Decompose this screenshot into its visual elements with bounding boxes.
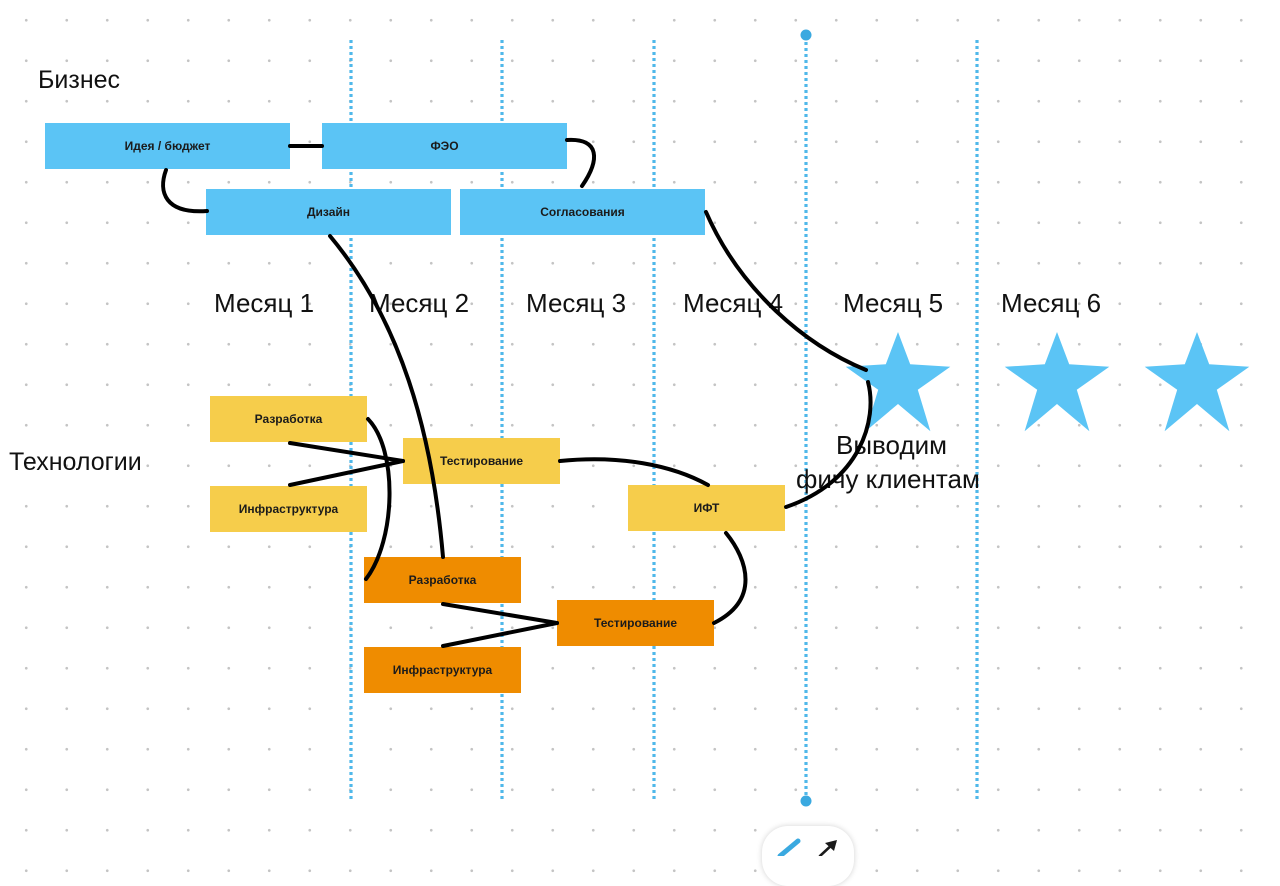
- divider-handle-top[interactable]: [800, 29, 812, 41]
- task-testing-phase2[interactable]: Тестирование: [557, 600, 714, 646]
- month-label-1: Месяц 1: [214, 288, 315, 318]
- row-title-technology: Технологии: [9, 448, 142, 476]
- task-approvals[interactable]: Согласования: [460, 189, 705, 235]
- month-label-3: Месяц 3: [526, 288, 627, 318]
- divider-handle-bottom[interactable]: [800, 795, 812, 807]
- month-label-2: Месяц 2: [369, 288, 470, 318]
- pen-icon[interactable]: [777, 838, 801, 856]
- task-design[interactable]: Дизайн: [206, 189, 451, 235]
- arrow-icon[interactable]: [818, 840, 837, 856]
- release-caption-line2: фичу клиентам: [796, 464, 980, 494]
- release-caption-line1: Выводим: [836, 430, 948, 460]
- row-title-business: Бизнес: [38, 66, 121, 94]
- floating-toolbar: [762, 826, 854, 886]
- task-dev-phase1[interactable]: Разработка: [210, 396, 367, 442]
- task-ift[interactable]: ИФТ: [628, 485, 785, 531]
- month-label-6: Месяц 6: [1001, 288, 1102, 318]
- task-dev-phase2[interactable]: Разработка: [364, 557, 521, 603]
- task-infra-phase1[interactable]: Инфраструктура: [210, 486, 367, 532]
- month-label-4: Месяц 4: [683, 288, 784, 318]
- task-testing-phase1[interactable]: Тестирование: [403, 438, 560, 484]
- task-idea-budget[interactable]: Идея / бюджет: [45, 123, 290, 169]
- task-infra-phase2[interactable]: Инфраструктура: [364, 647, 521, 693]
- month-label-5: Месяц 5: [843, 288, 944, 318]
- task-feo[interactable]: ФЭО: [322, 123, 567, 169]
